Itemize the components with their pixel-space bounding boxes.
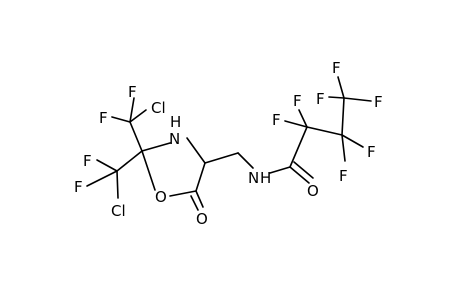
bond-cl-bottom	[116, 170, 119, 199]
bond-c4-c5	[195, 162, 206, 192]
atom-f-cf3-3: F	[316, 90, 325, 108]
atom-n-ring: N	[169, 130, 180, 148]
bond-c2-n3	[141, 142, 171, 152]
bond-cf3-f3	[328, 96, 345, 99]
atom-cl-top: Cl	[151, 99, 166, 117]
bond-c4-ch2	[204, 152, 239, 164]
bond-cf2b-f2	[341, 134, 364, 148]
bond-c5-o1	[169, 190, 197, 197]
atom-h-ring: H	[170, 113, 181, 131]
bonds	[86, 76, 372, 211]
bond-cf3-f2	[343, 97, 372, 102]
bond-c2-cf2cl-top	[129, 121, 143, 152]
bond-f-top-1	[129, 97, 135, 123]
bond-c2-cf2cl-bottom	[116, 150, 143, 172]
atom-o-amide: O	[307, 182, 319, 200]
bond-co-cf2a	[289, 126, 308, 168]
atom-labels: H N O O F F Cl F F Cl N H O F F F F F F …	[74, 59, 383, 228]
bond-cf2a-f1	[298, 109, 308, 128]
bond-f-bot-1	[96, 159, 118, 172]
atom-f-alpha-2: F	[272, 111, 281, 129]
bond-cf3-f1	[337, 76, 345, 99]
bond-f-top-2	[111, 116, 131, 123]
bond-ch2-nh	[237, 152, 254, 169]
bond-o1-c2	[141, 150, 156, 191]
bond-nh-co	[269, 166, 291, 174]
bond-co-o-b	[293, 161, 314, 179]
atom-n-amide: N	[248, 169, 259, 187]
atom-f-beta-1: F	[339, 167, 348, 185]
bond-cf2b-f1	[341, 134, 346, 162]
atom-f-cf3-2: F	[374, 93, 383, 111]
atom-o-ring: O	[155, 188, 167, 206]
atom-f-bottom-1: F	[83, 152, 92, 170]
atom-h-amide: H	[260, 169, 271, 187]
atom-o-ketone: O	[196, 210, 208, 228]
atom-f-top-2: F	[99, 109, 108, 127]
bond-c5-o-a	[195, 190, 204, 208]
bond-co-o-a	[289, 166, 310, 184]
bond-cf2b-cf3	[341, 97, 345, 136]
bond-cf2a-cf2b	[306, 126, 343, 136]
atom-f-cf3-1: F	[332, 59, 341, 77]
bond-c5-o-b	[190, 195, 199, 211]
atom-cl-bottom: Cl	[111, 202, 126, 220]
atom-f-top-1: F	[128, 83, 137, 101]
bond-f-bot-2	[86, 170, 118, 187]
bond-cl-top	[129, 109, 147, 123]
atom-f-alpha-1: F	[293, 92, 302, 110]
bond-cf2a-f2	[284, 120, 308, 128]
atom-f-beta-2: F	[367, 143, 376, 161]
atom-f-bottom-2: F	[74, 178, 83, 196]
bond-n3-c4	[186, 137, 206, 164]
